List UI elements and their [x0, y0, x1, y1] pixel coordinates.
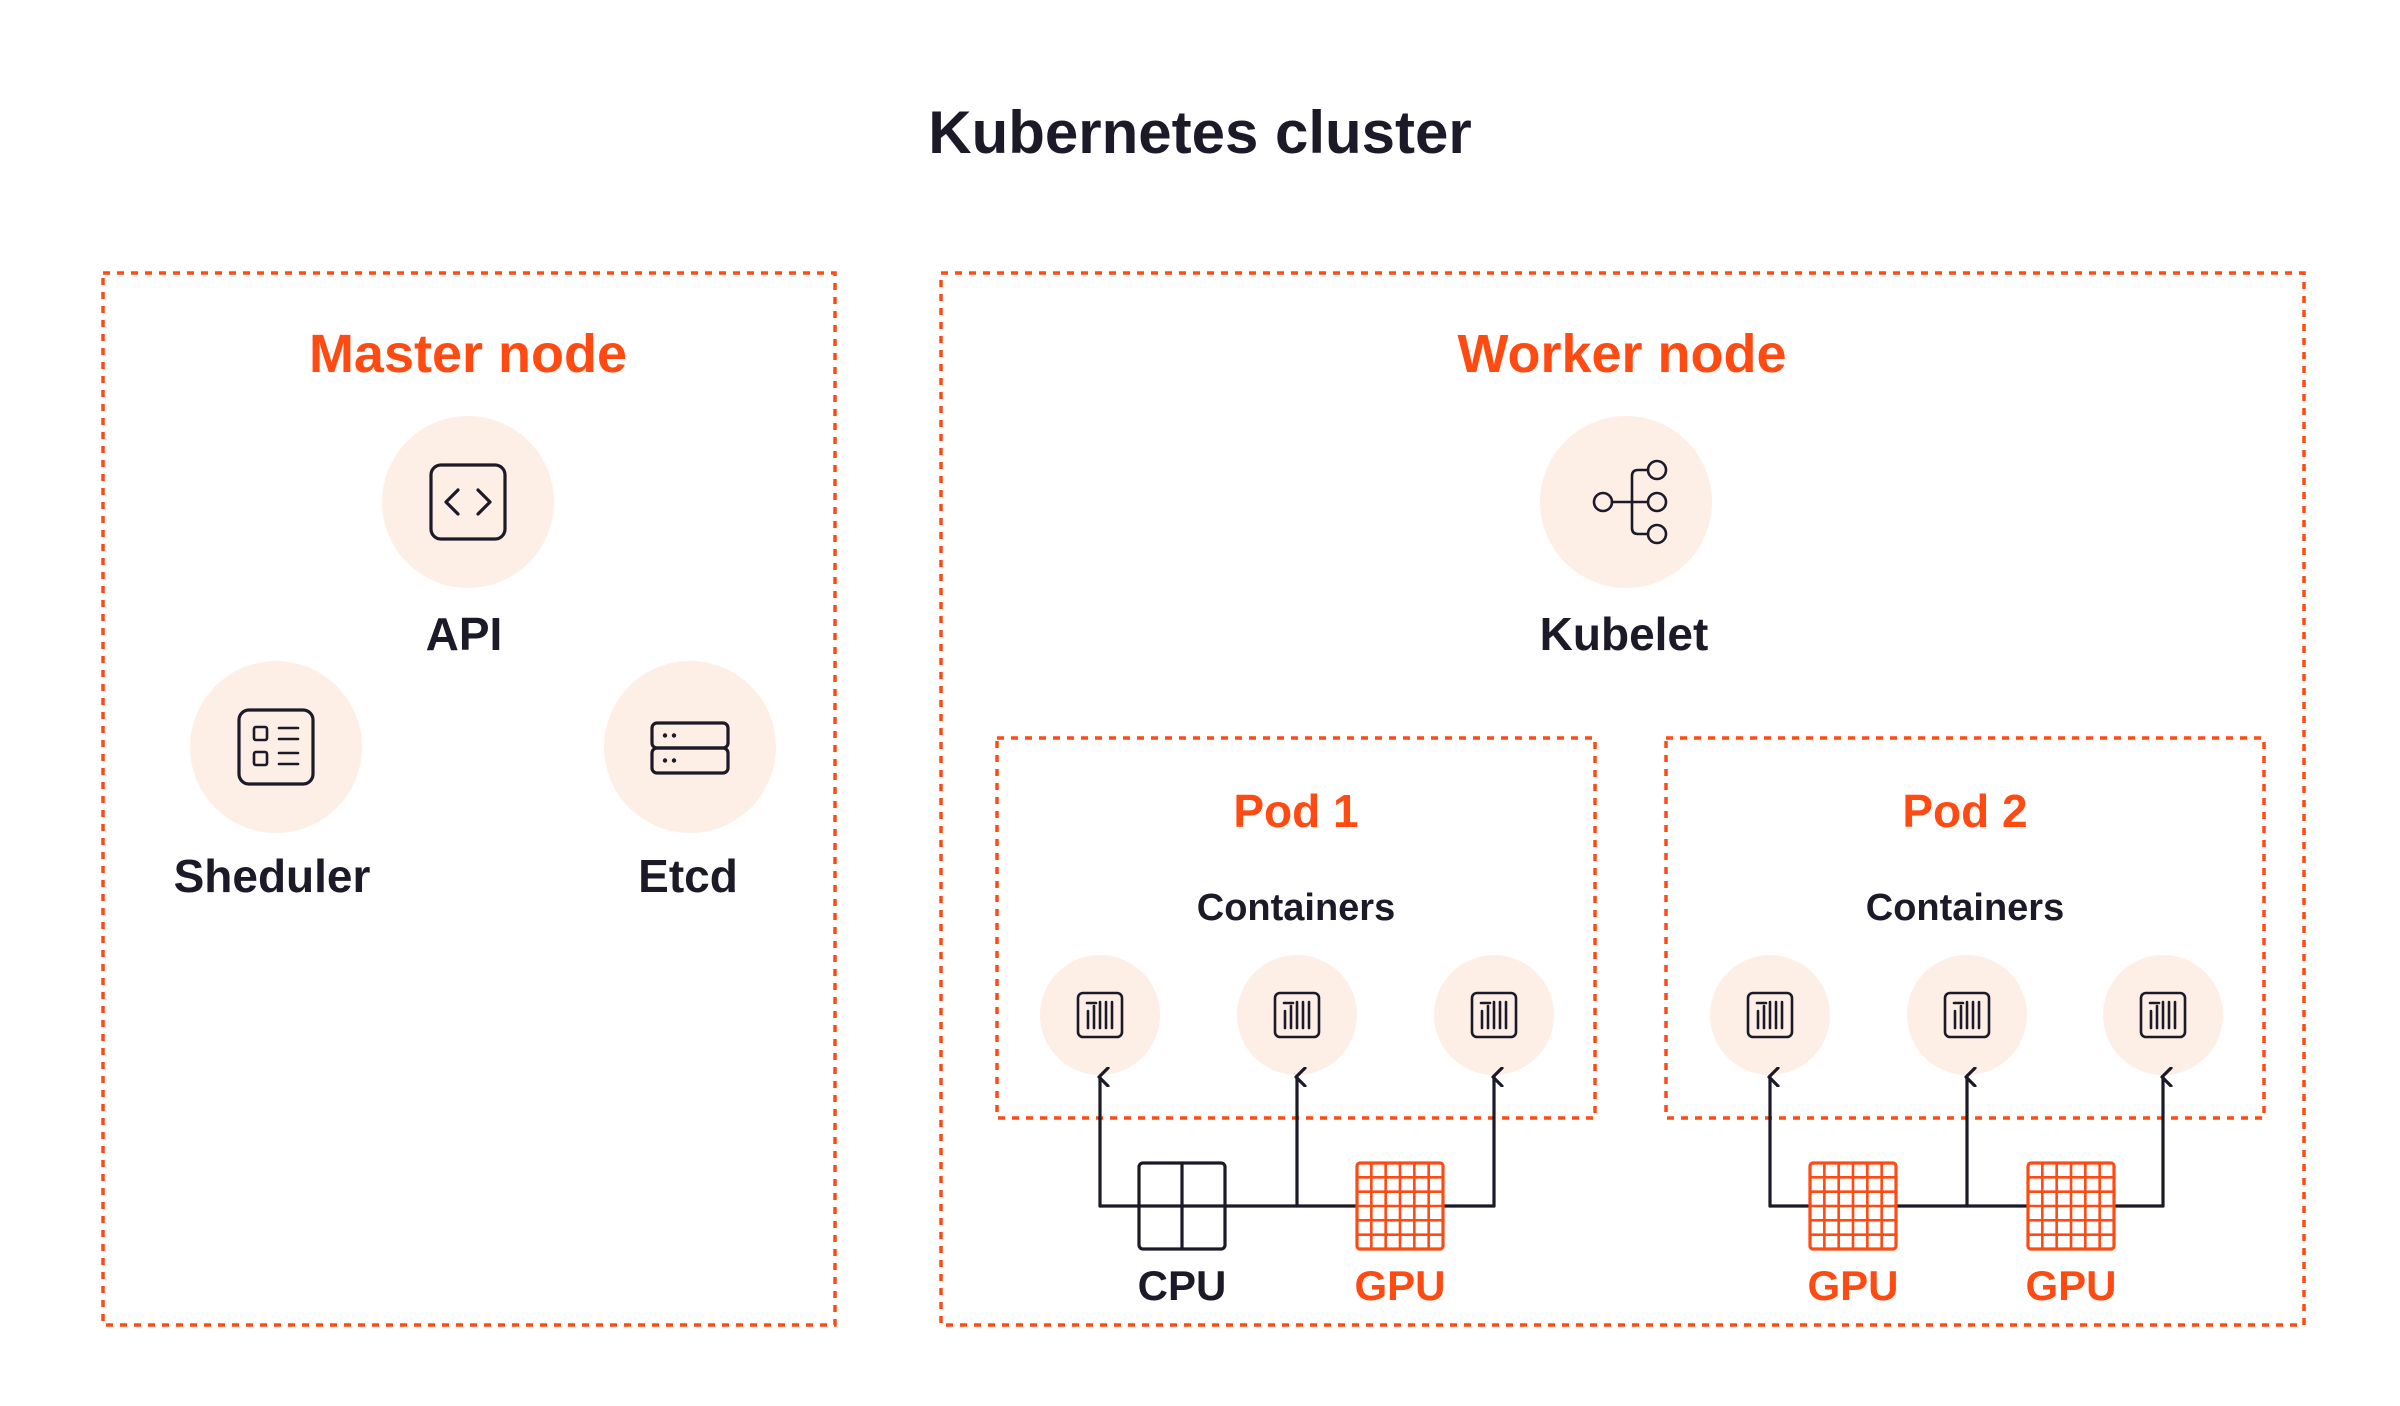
scheduler-label: Sheduler	[174, 850, 371, 902]
kubelet-label: Kubelet	[1540, 608, 1709, 660]
pod-2-container-1	[1710, 955, 1830, 1075]
cluster-title: Kubernetes cluster	[928, 99, 1472, 166]
pod-1-gpu-label: GPU	[1354, 1262, 1445, 1309]
container-icon	[1746, 991, 1794, 1039]
pod-1-container-1	[1040, 955, 1160, 1075]
pod-1-gpu-chip-2	[1355, 1161, 1445, 1251]
worker-node-box	[939, 271, 2306, 1327]
pod-1-container-2	[1237, 955, 1357, 1075]
pod-2-container-3	[2103, 955, 2223, 1075]
pod-2-subtitle: Containers	[1866, 887, 2064, 929]
pod-2-gpu-chip-1	[1808, 1161, 1898, 1251]
master-node-heading: Master node	[309, 324, 627, 384]
containers-layer	[1040, 955, 2223, 1075]
pod-1-cpu-label: CPU	[1138, 1262, 1227, 1309]
pod-1-subtitle: Containers	[1197, 887, 1395, 929]
worker-node-heading: Worker node	[1457, 324, 1786, 384]
container-icon	[2139, 991, 2187, 1039]
container-icon	[1273, 991, 1321, 1039]
pod-2: Pod 2 Containers	[1664, 736, 2266, 1120]
container-icon	[1943, 991, 1991, 1039]
container-icon	[1470, 991, 1518, 1039]
kubelet-component: Kubelet	[1540, 416, 1712, 660]
container-icon	[1076, 991, 1124, 1039]
master-node-box	[101, 271, 837, 1327]
pod-1-title: Pod 1	[1233, 785, 1358, 837]
network-branch-icon	[1592, 459, 1668, 545]
api-label: API	[426, 608, 503, 660]
scheduler-list-icon	[237, 708, 315, 786]
pod-1-cpu-chip-1	[1137, 1161, 1227, 1251]
code-brackets-icon	[429, 463, 507, 541]
pod-2-gpu-label-1: GPU	[1807, 1262, 1898, 1309]
scheduler-component: Sheduler	[174, 661, 371, 902]
pod-2-title: Pod 2	[1902, 785, 2027, 837]
pod-1-container-3	[1434, 955, 1554, 1075]
pod-2-container-2	[1907, 955, 2027, 1075]
api-component: API	[382, 416, 554, 660]
etcd-component: Etcd	[604, 661, 776, 902]
pod-2-gpu-label-2: GPU	[2025, 1262, 2116, 1309]
database-server-icon	[650, 721, 730, 775]
pod-2-box	[1664, 736, 2266, 1120]
pod-2-gpu-chip-2	[2026, 1161, 2116, 1251]
chips-layer	[1137, 1161, 2116, 1251]
etcd-label: Etcd	[638, 850, 738, 902]
pod-1: Pod 1 Containers	[995, 736, 1597, 1120]
